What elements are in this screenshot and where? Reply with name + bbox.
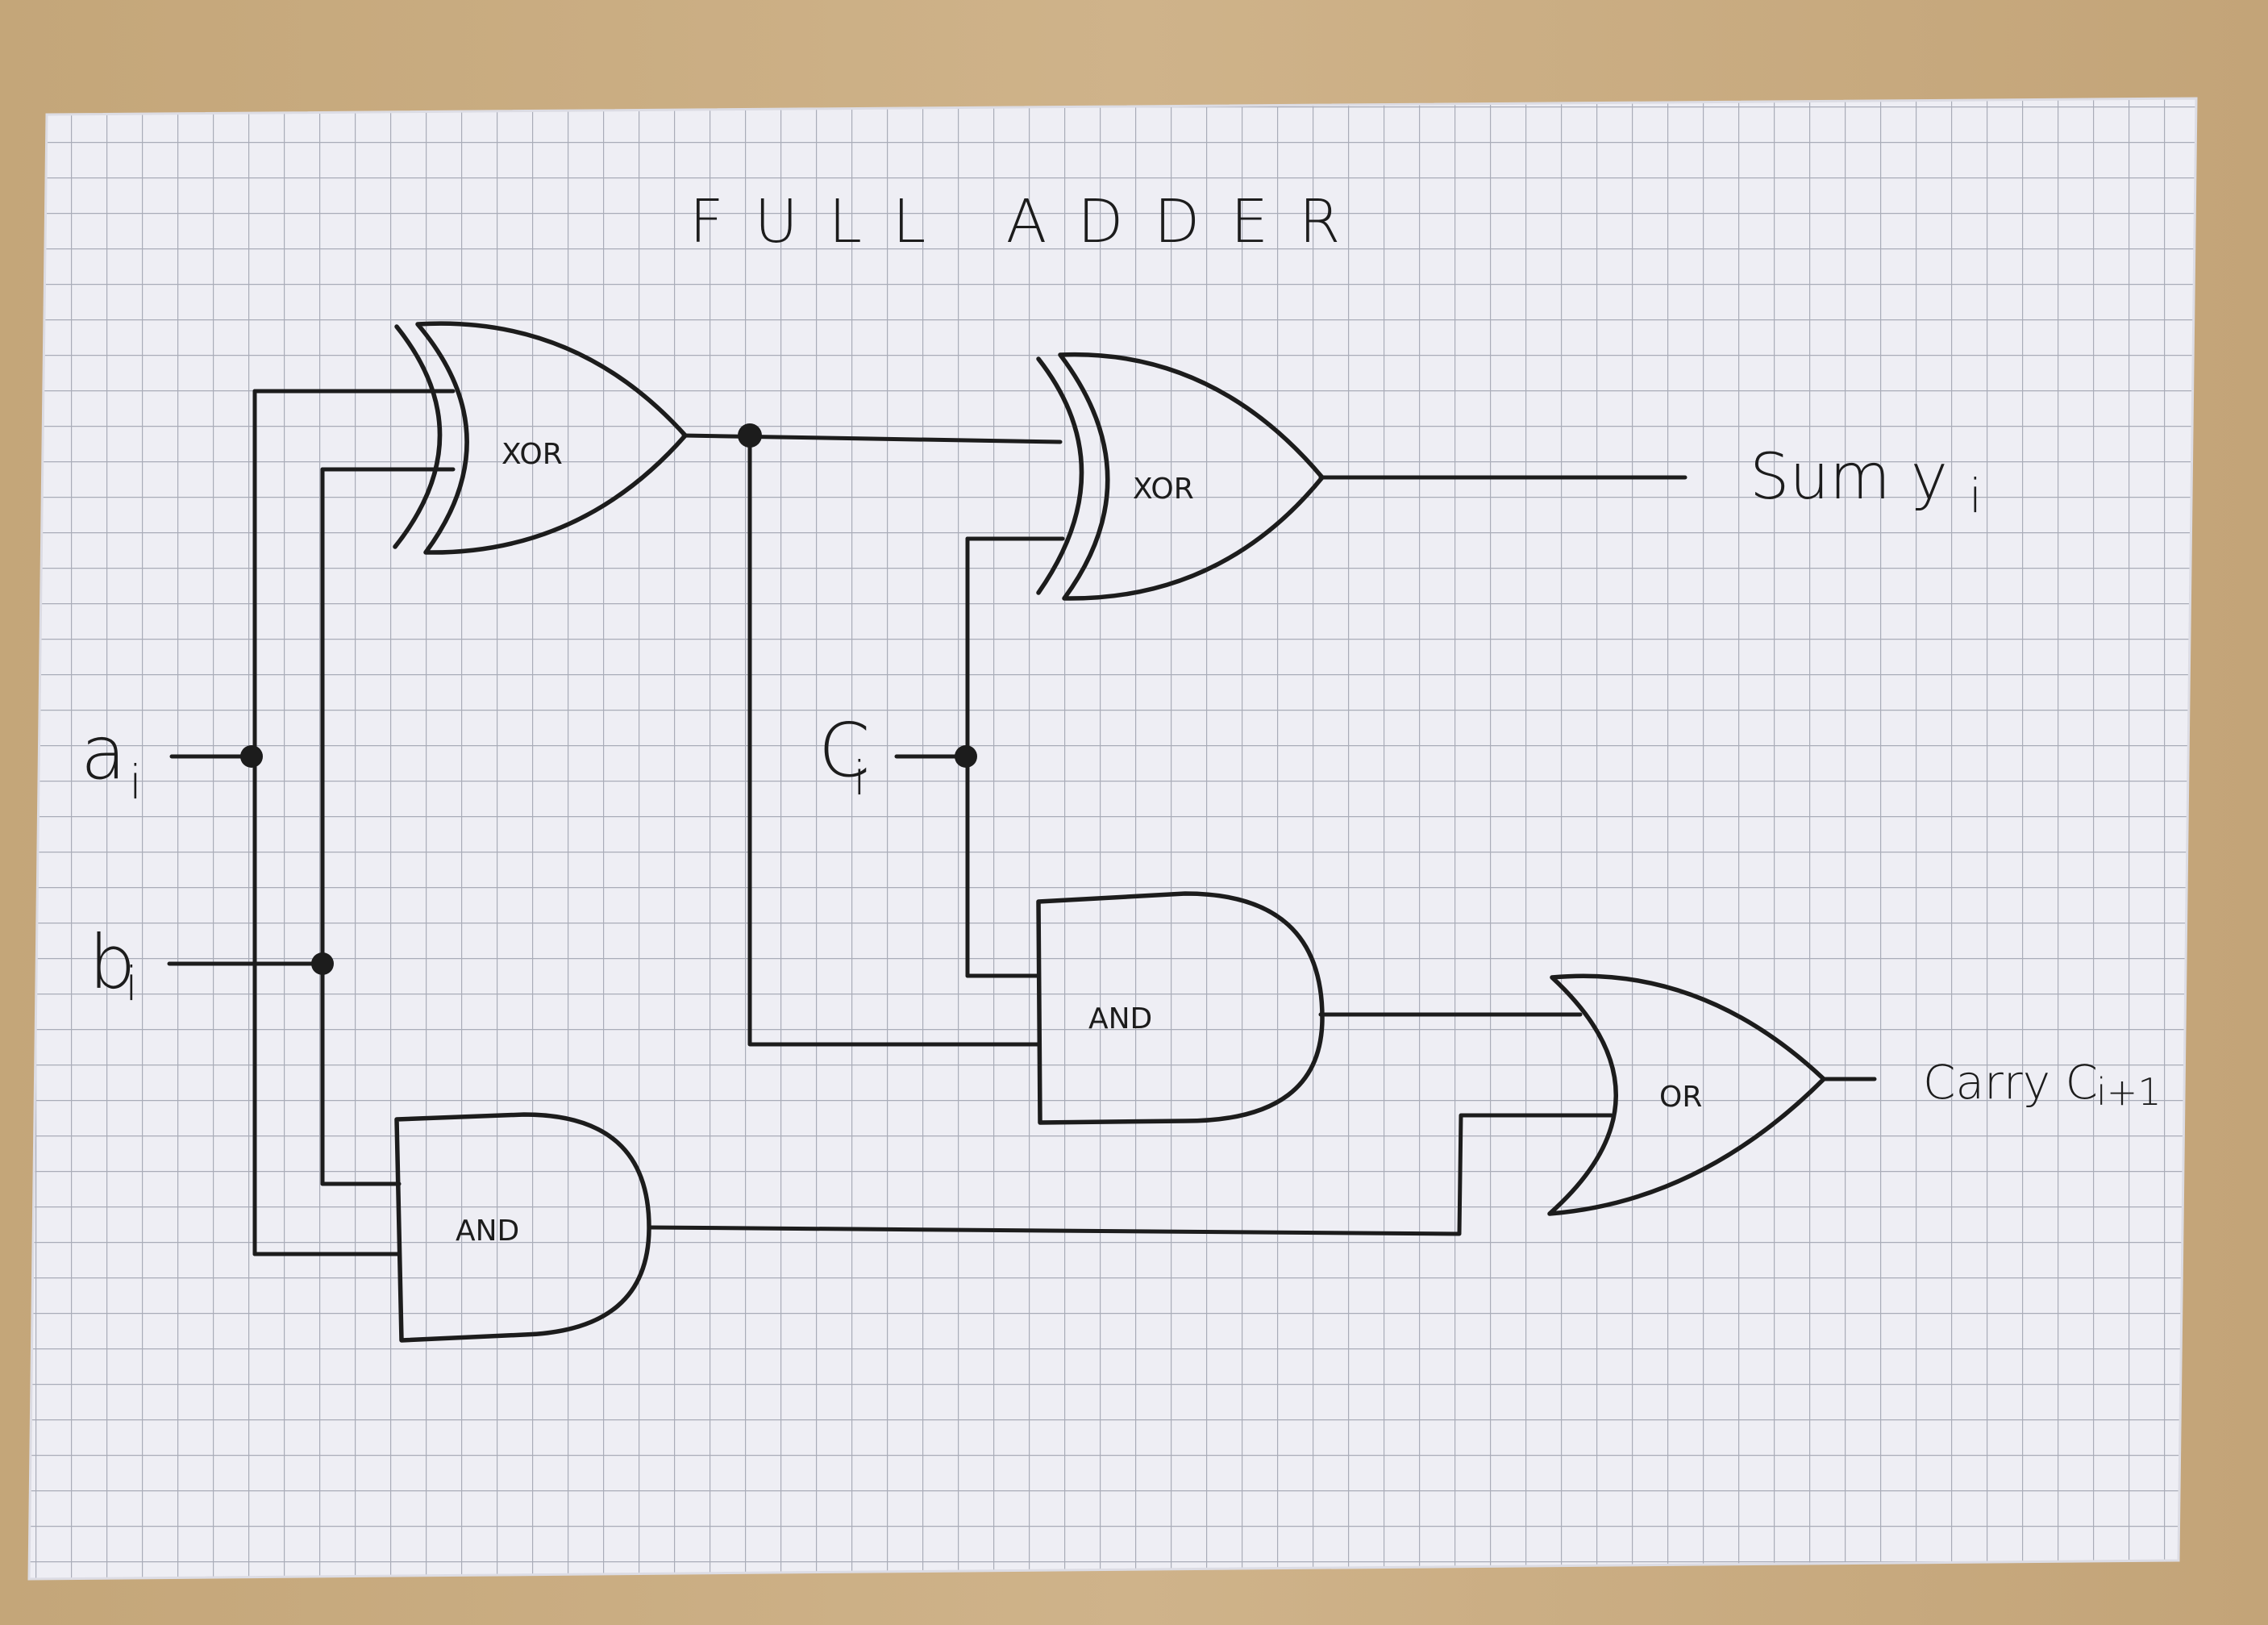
carry-output-label: Carry C i+1 bbox=[1923, 1055, 2162, 1114]
carry-output-main: Carry C bbox=[1923, 1055, 2098, 1110]
input-b-main: b bbox=[89, 919, 135, 1006]
wire-xor1-to-and2 bbox=[747, 433, 1041, 1047]
junctions bbox=[240, 423, 977, 975]
carry-output-sub: i+1 bbox=[2096, 1070, 2162, 1114]
or-gate bbox=[1547, 973, 1826, 1216]
input-a-main: a bbox=[81, 710, 126, 796]
xor-gate-1-label: XOR bbox=[501, 438, 563, 471]
and-gate-1 bbox=[394, 1112, 651, 1343]
input-c-label: C i bbox=[818, 707, 870, 806]
junction-a bbox=[240, 745, 263, 768]
and-gate-2-label: AND bbox=[1088, 1002, 1152, 1035]
junction-c bbox=[955, 745, 977, 768]
input-c-sub: i bbox=[853, 751, 866, 806]
wire-and1-to-or bbox=[647, 1113, 1613, 1236]
input-a-sub: i bbox=[129, 755, 142, 810]
sum-output-sub: i bbox=[1969, 469, 1982, 523]
xor-gate-2-label: XOR bbox=[1133, 473, 1194, 506]
and-gate-2 bbox=[1036, 891, 1325, 1125]
diagram-title: FULL ADDER bbox=[689, 187, 1371, 256]
and-gate-1-label: AND bbox=[456, 1215, 519, 1248]
junction-xor1-out bbox=[738, 423, 762, 448]
sum-output-label: Sum y i bbox=[1750, 441, 1982, 523]
grid-paper-card bbox=[27, 97, 2198, 1581]
sum-output-main: Sum y bbox=[1750, 441, 1948, 514]
input-c-main: C bbox=[818, 707, 870, 794]
xor-gate-1 bbox=[393, 321, 688, 555]
or-gate-label: OR bbox=[1659, 1081, 1702, 1114]
input-a-label: a i bbox=[81, 710, 142, 810]
xor-gate-2 bbox=[1036, 352, 1325, 601]
input-b-label: b i bbox=[89, 919, 138, 1011]
junction-b bbox=[311, 952, 334, 975]
input-b-sub: i bbox=[125, 956, 138, 1011]
